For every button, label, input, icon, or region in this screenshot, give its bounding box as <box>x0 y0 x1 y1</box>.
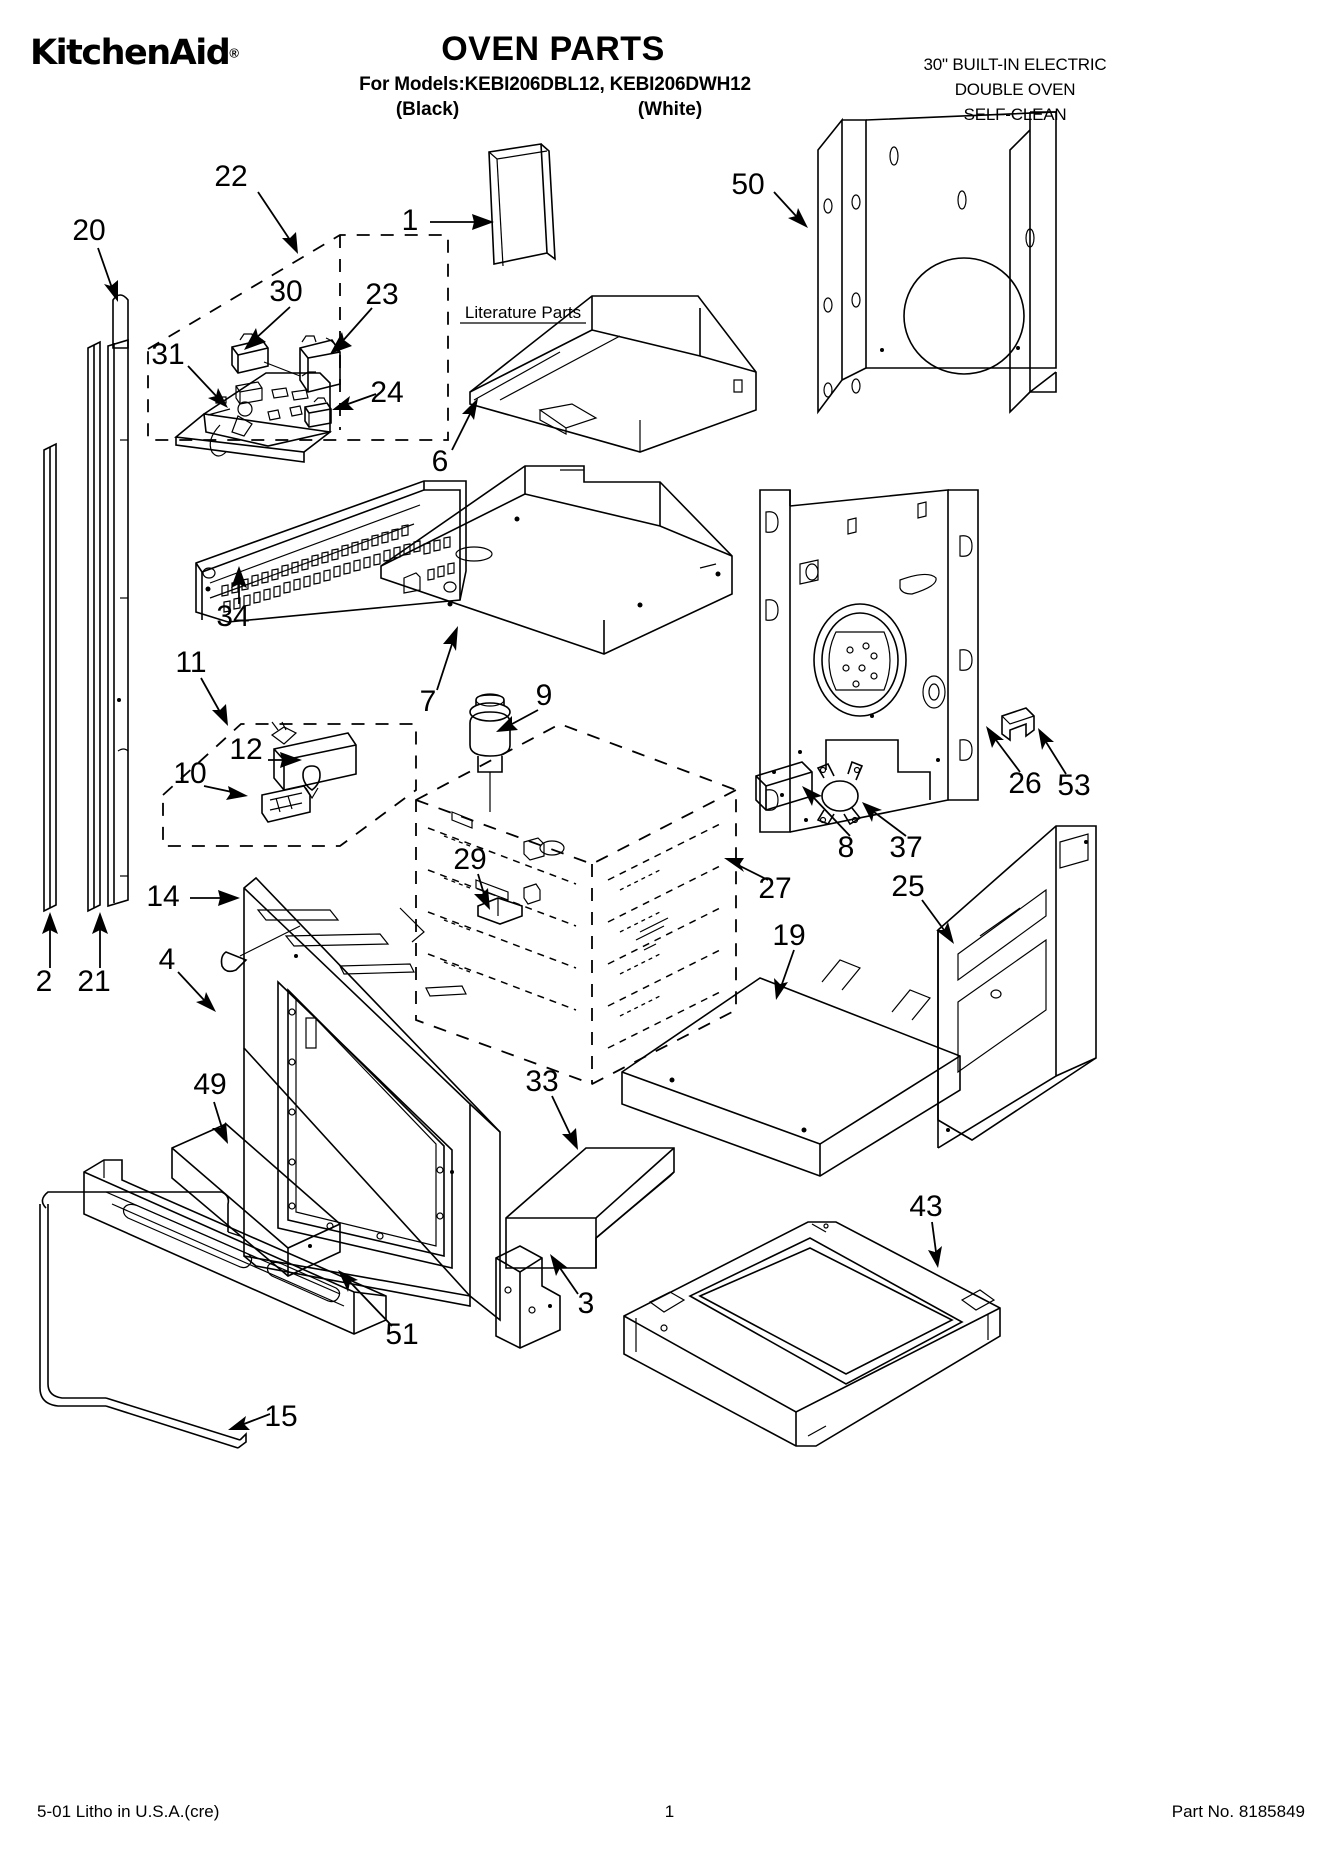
models-line: For Models:KEBI206DBL12, KEBI206DWH12 <box>359 74 751 95</box>
variant-black: (Black) <box>395 99 460 120</box>
callout-33: 33 <box>525 1065 558 1098</box>
literature-parts-label: Literature Parts <box>465 303 581 322</box>
callout-1: 1 <box>402 204 419 237</box>
callout-50: 50 <box>731 168 764 201</box>
part-51-door-handle-trim <box>83 1159 387 1335</box>
part-49-trim-bracket <box>171 1123 341 1277</box>
part-53-clip <box>1001 707 1035 742</box>
brand-name: KitchenAid <box>30 33 231 73</box>
part-6-upper-panel <box>469 295 757 453</box>
part-31-control-panel-assembly <box>174 372 332 463</box>
callout-51: 51 <box>385 1318 418 1351</box>
callout-22: 22 <box>214 160 247 193</box>
part-3-mounting-bracket <box>495 1245 561 1349</box>
part-33-oven-rail <box>505 1147 675 1269</box>
callout-24: 24 <box>370 376 403 409</box>
callout-10: 10 <box>173 757 206 790</box>
footer-part-number: Part No. 8185849 <box>1171 1802 1305 1821</box>
callout-23: 23 <box>365 278 398 311</box>
kitchenaid-logo: KitchenAid® <box>30 33 340 73</box>
callout-34: 34 <box>216 600 249 633</box>
callout-19: 19 <box>772 919 805 952</box>
part-8-terminal-block <box>755 761 813 811</box>
callout-26: 26 <box>1008 767 1041 800</box>
callout-31: 31 <box>151 338 184 371</box>
callout-30: 30 <box>269 275 302 308</box>
callout-12: 12 <box>229 733 262 766</box>
callout-53: 53 <box>1057 769 1090 802</box>
group-11-dashed-outline <box>162 723 417 847</box>
variant-white: (White) <box>637 99 703 120</box>
part-19-oven-shelf <box>621 959 961 1177</box>
part-26-rear-panel <box>759 489 979 833</box>
callout-21: 21 <box>77 965 110 998</box>
callout-2: 2 <box>36 965 53 998</box>
part-2-side-trim <box>43 442 57 913</box>
page-title: OVEN PARTS <box>441 30 665 68</box>
callout-6: 6 <box>432 445 449 478</box>
part-24-connector <box>304 397 332 428</box>
footer-litho-info: 5-01 Litho in U.S.A.(cre) <box>37 1802 220 1821</box>
callout-49: 49 <box>193 1068 226 1101</box>
callout-numbers: 1 2 3 4 6 7 8 9 10 11 12 14 15 19 20 21 … <box>36 160 1091 1433</box>
part-43-bottom-trim-frame <box>623 1221 1001 1447</box>
part-27-oven-cavity <box>415 723 737 1085</box>
part-21-side-trim <box>87 338 129 913</box>
part-50-side-panel <box>817 111 1057 415</box>
part-14-door-front-frame <box>243 876 501 1322</box>
callout-3: 3 <box>578 1287 595 1320</box>
callout-20: 20 <box>72 214 105 247</box>
registered-trademark-icon: ® <box>229 45 239 61</box>
part-23-transformer <box>299 335 341 393</box>
callout-25: 25 <box>891 870 924 903</box>
group-22-dashed-outline <box>147 234 449 441</box>
callout-9: 9 <box>536 679 553 712</box>
part-25-inner-door-panel <box>937 825 1097 1149</box>
callout-leaders <box>42 191 1067 1430</box>
part-34-vent-trim <box>195 480 467 623</box>
part-7-oven-top-panel <box>380 465 733 655</box>
callout-8: 8 <box>838 831 855 864</box>
callout-37: 37 <box>889 831 922 864</box>
part-30-switch <box>231 333 301 377</box>
part-37-thermal-limiter <box>816 760 864 826</box>
part-29-element-bracket <box>477 883 541 925</box>
callout-7: 7 <box>420 685 437 718</box>
callout-4: 4 <box>159 943 176 976</box>
footer-page-number: 1 <box>664 1802 675 1821</box>
callout-27: 27 <box>758 872 791 905</box>
part-4-screw <box>220 925 301 973</box>
callout-43: 43 <box>909 1190 942 1223</box>
callout-14: 14 <box>146 880 179 913</box>
callout-15: 15 <box>264 1400 297 1433</box>
model-variants: (Black) (White) <box>300 99 810 121</box>
spec-line-2: DOUBLE OVEN <box>954 80 1076 99</box>
part-1-literature <box>488 143 556 267</box>
spec-line-1: 30" BUILT-IN ELECTRIC <box>923 55 1107 74</box>
part-15-door-gasket <box>39 1191 247 1449</box>
part-10b-lamp-lens <box>261 785 311 823</box>
callout-11: 11 <box>175 646 206 679</box>
callout-29: 29 <box>453 843 486 876</box>
